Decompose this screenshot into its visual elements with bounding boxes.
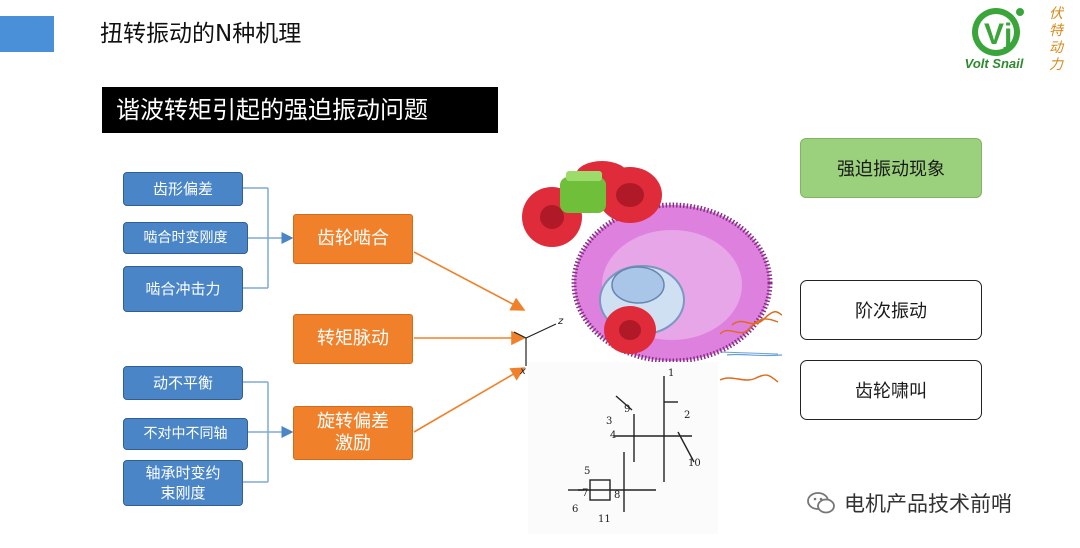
logo-char: 动 [1049, 40, 1063, 56]
schematic-label: 3 [606, 416, 612, 427]
schematic-label: 7 [582, 488, 588, 499]
section-subtitle: 谐波转矩引起的强迫振动问题 [102, 87, 498, 133]
watermark-text: 电机产品技术前哨 [844, 492, 1012, 516]
mechanism-gear-mesh: 齿轮啮合 [293, 214, 413, 264]
schematic-label: 1 [668, 368, 674, 379]
gearbox-3d-illustration [522, 161, 782, 364]
gear-train-schematic: 1 2 3 4 5 6 7 8 9 10 11 [528, 362, 718, 534]
volt-snail-logo-icon: Vj [972, 8, 1024, 56]
logo-chinese: 伏 特 动 力 [1046, 6, 1066, 74]
axis-label-z: z [557, 316, 564, 327]
logo-char: 力 [1049, 57, 1063, 73]
logo-wordmark: Volt Snail [964, 56, 1024, 71]
logo-mark: Vj [984, 18, 1012, 51]
title-accent-bar [0, 16, 54, 52]
cause-tooth-profile-deviation: 齿形偏差 [123, 172, 243, 206]
wechat-icon [807, 492, 835, 514]
schematic-label: 4 [610, 430, 616, 441]
rotation-bracket [243, 381, 294, 483]
schematic-label: 10 [688, 458, 701, 469]
mechanism-rotation-deviation: 旋转偏差激励 [293, 406, 413, 460]
axis-label-x: x [519, 366, 526, 376]
vibration-traces [720, 318, 779, 383]
logo-char: 特 [1049, 23, 1063, 39]
coordinate-axes-icon: z x [513, 316, 564, 376]
schematic-label: 11 [598, 514, 611, 525]
schematic-label: 6 [572, 504, 578, 515]
schematic-label: 5 [584, 466, 590, 477]
mechanism-torque-ripple: 转矩脉动 [293, 314, 413, 364]
phenomenon-order-vibration: 阶次振动 [800, 280, 982, 340]
phenomenon-gear-whine: 齿轮啸叫 [800, 360, 982, 420]
page-title: 扭转振动的N种机理 [100, 21, 302, 47]
phenomena-header: 强迫振动现象 [800, 138, 982, 198]
cause-mesh-impact: 啮合冲击力 [123, 266, 243, 312]
wechat-watermark: 电机产品技术前哨 [806, 488, 1012, 518]
schematic-label: 8 [614, 490, 620, 501]
mechanism-arrows [413, 251, 526, 433]
mesh-bracket [243, 187, 294, 289]
cause-misalignment: 不对中不同轴 [123, 418, 248, 450]
cause-dynamic-imbalance: 动不平衡 [123, 366, 243, 400]
cause-mesh-stiffness: 啮合时变刚度 [123, 222, 248, 254]
logo-char: 伏 [1049, 6, 1063, 22]
cause-bearing-stiffness: 轴承时变约束刚度 [123, 460, 243, 506]
schematic-label: 2 [684, 410, 690, 421]
schematic-label: 9 [624, 404, 630, 415]
